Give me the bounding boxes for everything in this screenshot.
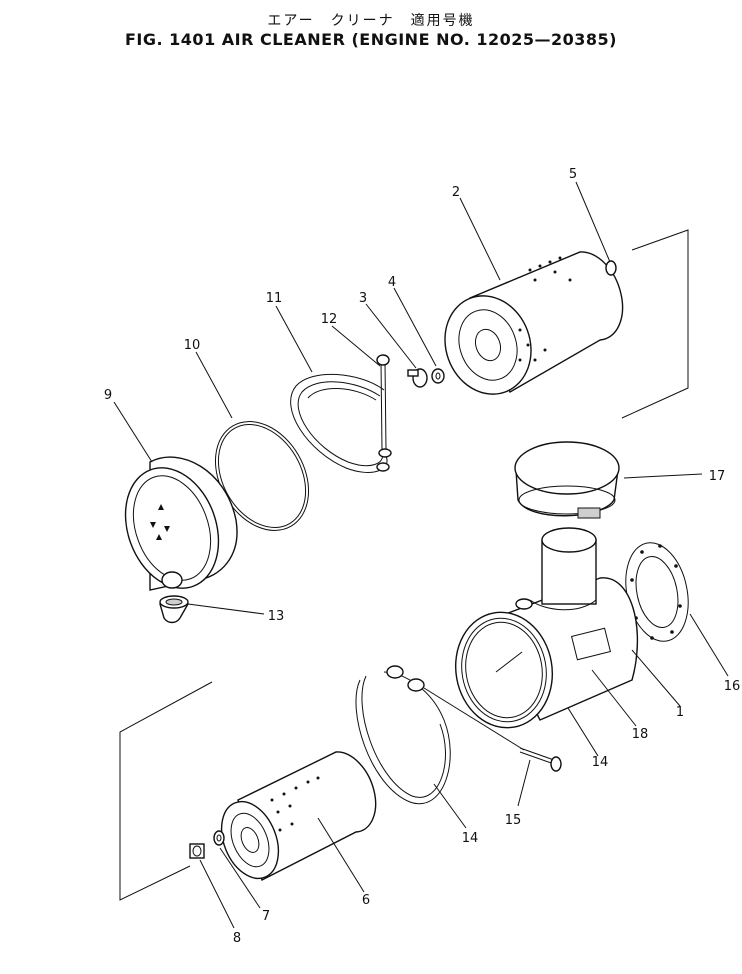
callout-17: 17 bbox=[709, 469, 726, 484]
part-1-housing bbox=[454, 527, 639, 729]
callout-1: 1 bbox=[676, 705, 684, 720]
callout-14-lower: 14 bbox=[462, 831, 479, 846]
callout-5: 5 bbox=[569, 167, 577, 182]
callout-13: 13 bbox=[268, 609, 285, 624]
part-6-element-lower bbox=[220, 751, 377, 882]
part-11-clamp-band bbox=[290, 373, 392, 473]
part-17-precleaner-cap bbox=[514, 441, 620, 519]
part-5-wing-nut bbox=[605, 260, 617, 276]
callout-7: 7 bbox=[262, 909, 270, 924]
leader-lines bbox=[113, 181, 729, 929]
part-9-cover bbox=[124, 456, 238, 591]
callout-10: 10 bbox=[184, 338, 201, 353]
assembly-bracket-upper bbox=[621, 229, 689, 419]
callout-18: 18 bbox=[632, 727, 649, 742]
callout-9: 9 bbox=[104, 388, 112, 403]
part-7-washer bbox=[213, 830, 225, 846]
figure-title: FIG. 1401 AIR CLEANER (ENGINE NO. 12025—… bbox=[125, 30, 617, 49]
callout-3: 3 bbox=[359, 291, 367, 306]
callout-14-right: 14 bbox=[592, 755, 609, 770]
assembly-bracket-lower bbox=[119, 681, 213, 901]
callout-2: 2 bbox=[452, 185, 460, 200]
part-8-nut bbox=[189, 843, 205, 859]
callout-16: 16 bbox=[724, 679, 741, 694]
callout-11: 11 bbox=[266, 291, 283, 306]
part-2-element-upper bbox=[444, 251, 624, 395]
callout-4: 4 bbox=[388, 275, 396, 290]
part-4-washer bbox=[431, 368, 445, 384]
callout-12: 12 bbox=[321, 312, 338, 327]
part-15-bolt bbox=[519, 747, 562, 772]
callout-6: 6 bbox=[362, 893, 370, 908]
callout-8: 8 bbox=[233, 931, 241, 946]
callout-15: 15 bbox=[505, 813, 522, 828]
title-japanese: エアー クリーナ 適用号機 bbox=[267, 13, 475, 29]
part-3-wing-nut bbox=[407, 368, 428, 388]
part-12-bolt bbox=[376, 354, 390, 451]
part-13-dust-valve bbox=[159, 595, 189, 624]
callout-labels: 2 5 4 3 12 11 10 9 13 17 16 1 18 14 14 1… bbox=[104, 167, 740, 946]
